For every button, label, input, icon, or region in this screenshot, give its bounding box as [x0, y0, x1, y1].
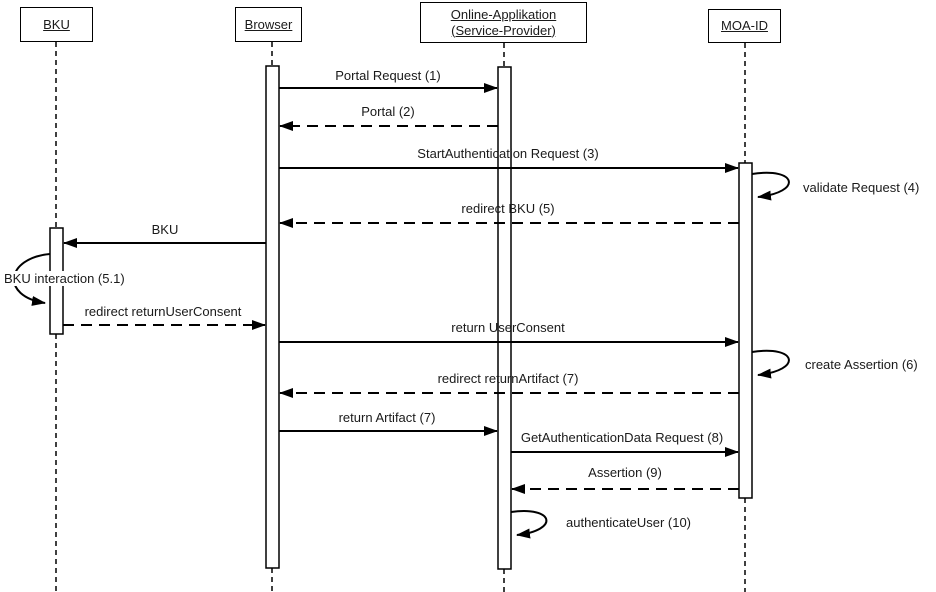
participant-label-online-app: Online-Applikation (Service-Provider): [450, 6, 557, 38]
participant-box-browser: Browser: [235, 7, 302, 42]
message-label-bku: BKU: [151, 222, 179, 237]
self-loop-validate-request: [751, 171, 790, 201]
participant-label-bku: BKU: [43, 16, 70, 32]
participant-box-moa-id: MOA-ID: [708, 9, 781, 43]
message-label-create-assertion: create Assertion (6): [805, 357, 918, 372]
message-label-validate-request: validate Request (4): [803, 180, 920, 195]
activation-bar-online-app: [497, 66, 512, 570]
message-label-assertion: Assertion (9): [588, 465, 662, 480]
message-label-return-artifact: return Artifact (7): [338, 410, 436, 425]
activation-bar-moa-id: [738, 162, 753, 499]
self-loop-create-assertion: [751, 349, 790, 379]
message-label-bku-interaction: BKU interaction (5.1): [2, 271, 127, 286]
message-label-redirect-bku: redirect BKU (5): [461, 201, 555, 216]
message-label-start-authentication-request: StartAuthentication Request (3): [417, 146, 599, 161]
participant-box-bku: BKU: [20, 7, 93, 42]
message-label-return-user-consent: return UserConsent: [451, 320, 565, 335]
message-label-redirect-return-user-consent: redirect returnUserConsent: [84, 304, 242, 319]
self-loop-authenticate-user: [510, 510, 548, 539]
message-label-get-authentication-data-request: GetAuthenticationData Request (8): [520, 430, 724, 445]
message-label-portal-request: Portal Request (1): [335, 68, 441, 83]
message-label-redirect-return-artifact: redirect returnArtifact (7): [437, 371, 579, 386]
message-label-portal: Portal (2): [361, 104, 415, 119]
participant-box-online-app: Online-Applikation (Service-Provider): [420, 2, 587, 43]
activation-bar-browser: [265, 65, 280, 569]
message-label-authenticate-user: authenticateUser (10): [566, 515, 692, 530]
participant-label-browser: Browser: [244, 16, 293, 32]
participant-label-moa-id: MOA-ID: [721, 18, 768, 33]
